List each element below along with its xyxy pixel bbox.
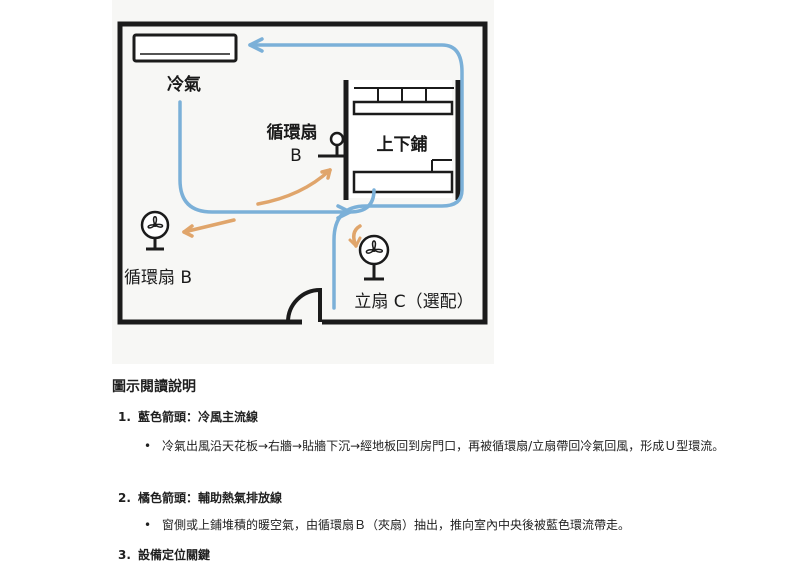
bunk-label: 上下鋪: [377, 134, 428, 155]
legend-item-title: 橘色箭頭：輔助熱氣排放線: [138, 491, 283, 505]
blue-flow-down: [178, 100, 376, 214]
room-diagram: 冷氣 上下鋪 循環扇 B 循環扇 B 立扇 C（選配）: [117, 21, 488, 325]
bunk-bed: [343, 80, 461, 200]
legend-item-1: 1. 藍色箭頭：冷風主流線: [118, 408, 258, 425]
fan-b-left-label: 循環扇 B: [124, 268, 192, 288]
legend-bullet-text: 冷氣出風沿天花板→右牆→貼牆下沉→經地板回到房門口，再被循環扇/立扇帶回冷氣回風…: [162, 439, 725, 453]
room-walls: [117, 21, 488, 325]
fan-b-top-label-1: 循環扇: [267, 122, 318, 143]
orange-flow-up: [256, 168, 332, 206]
legend-bullet-1: • 冷氣出風沿天花板→右牆→貼牆下沉→經地板回到房門口，再被循環扇/立扇帶回冷氣…: [144, 435, 744, 457]
diagram-panel: 冷氣 上下鋪 循環扇 B 循環扇 B 立扇 C（選配）: [112, 0, 494, 364]
legend-item-title: 設備定位關鍵: [138, 548, 211, 562]
orange-flow-left: [182, 218, 236, 234]
legend-item-number: 2.: [118, 491, 131, 505]
fan-c-label: 立扇 C（選配）: [354, 292, 473, 312]
legend-item-3: 3. 設備定位關鍵: [118, 546, 210, 563]
legend-item-number: 3.: [118, 548, 131, 562]
ac-label: 冷氣: [167, 74, 201, 95]
blue-flow-loop: [248, 43, 464, 310]
legend-item-title: 藍色箭頭：冷風主流線: [138, 410, 259, 424]
legend-bullet-2: • 窗側或上鋪堆積的暖空氣，由循環扇Ｂ（夾扇）抽出，推向室內中央後被藍色環流帶走…: [144, 514, 744, 536]
ac-unit: [132, 33, 238, 63]
circulation-fan-b-icon: [140, 210, 170, 251]
standing-fan-c-icon: [358, 234, 390, 281]
legend-item-number: 1.: [118, 410, 131, 424]
clip-fan-b-icon: [318, 131, 345, 158]
legend-item-2: 2. 橘色箭頭：輔助熱氣排放線: [118, 489, 282, 506]
legend-heading: 圖示閱讀說明: [112, 379, 196, 395]
fan-b-top-label-2: B: [290, 146, 302, 166]
legend-bullet-text: 窗側或上鋪堆積的暖空氣，由循環扇Ｂ（夾扇）抽出，推向室內中央後被藍色環流帶走。: [162, 518, 631, 532]
door-swing: [286, 287, 322, 323]
